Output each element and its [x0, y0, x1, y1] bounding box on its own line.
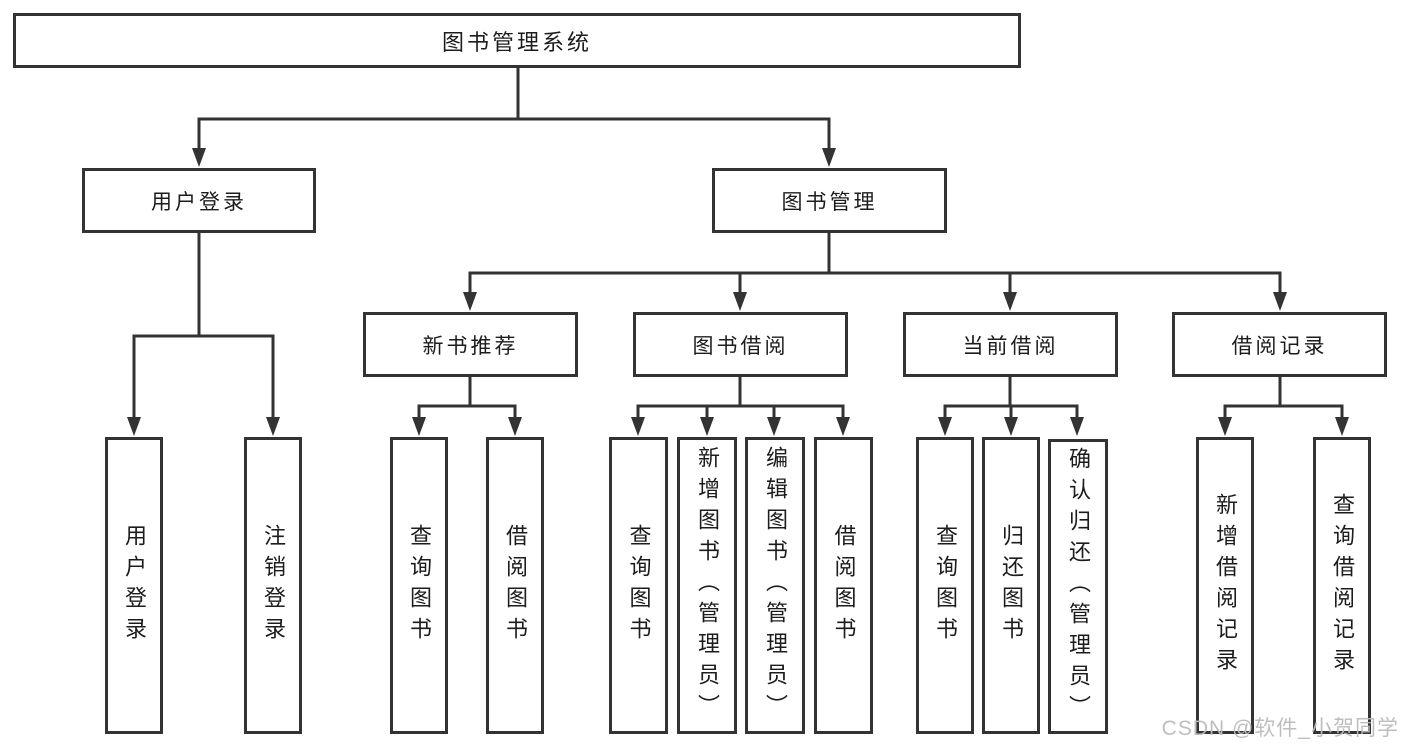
arrowheads-new-book-leaves — [412, 417, 522, 436]
connector-user-login-to-leaves — [132, 233, 275, 419]
leaf-query-book-1: 查询图书 — [390, 437, 448, 734]
node-new-book-recommend: 新书推荐 — [363, 312, 578, 377]
leaf-query-borrow-record: 查询借阅记录 — [1313, 437, 1371, 734]
connector-current-borrow-to-leaves — [943, 377, 1079, 419]
leaf-user-login: 用户登录 — [105, 437, 163, 734]
connector-book-borrow-to-leaves — [636, 377, 845, 419]
node-root-system: 图书管理系统 — [13, 13, 1021, 68]
leaf-add-borrow-record: 新增借阅记录 — [1196, 437, 1254, 734]
connector-book-mgmt-to-level3 — [468, 233, 1282, 294]
leaf-borrow-book-1: 借阅图书 — [486, 437, 544, 734]
arrowheads-user-login-leaves — [127, 417, 280, 436]
arrowheads-level3 — [463, 292, 1287, 311]
leaf-logout: 注销登录 — [244, 437, 302, 734]
arrowheads-level2 — [192, 148, 836, 167]
arrowheads-borrow-records-leaves — [1218, 417, 1349, 436]
node-current-borrow: 当前借阅 — [903, 312, 1118, 377]
connector-root-to-level2 — [197, 66, 831, 150]
leaf-confirm-return-admin: 确认归还（管理员） — [1048, 439, 1108, 734]
csdn-watermark: CSDN @软件_小贺同学 — [1161, 717, 1399, 740]
connector-borrow-records-to-leaves — [1223, 377, 1344, 419]
leaf-return-book: 归还图书 — [982, 437, 1040, 734]
node-user-login: 用户登录 — [82, 168, 316, 233]
node-borrow-records: 借阅记录 — [1172, 312, 1387, 377]
arrowheads-current-borrow-leaves — [938, 417, 1084, 436]
node-book-borrow: 图书借阅 — [633, 312, 848, 377]
connector-new-book-to-leaves — [417, 377, 517, 419]
leaf-query-book-3: 查询图书 — [916, 437, 974, 734]
leaf-borrow-book-2: 借阅图书 — [814, 437, 873, 734]
leaf-add-book-admin: 新增图书（管理员） — [677, 437, 737, 734]
node-book-management: 图书管理 — [712, 168, 947, 233]
leaf-edit-book-admin: 编辑图书（管理员） — [745, 437, 805, 734]
leaf-query-book-2: 查询图书 — [609, 437, 668, 734]
arrowheads-book-borrow-leaves — [631, 417, 850, 436]
